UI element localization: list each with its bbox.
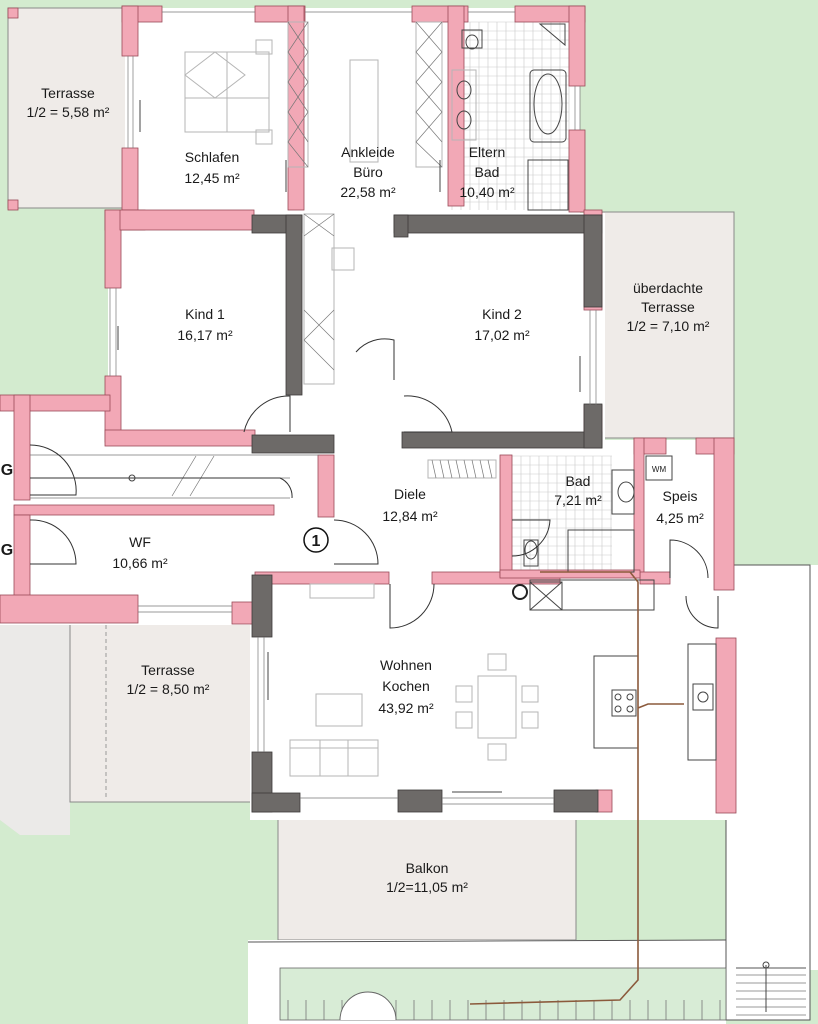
door-bad [511, 519, 551, 557]
covered-terrace-surface[interactable] [601, 211, 735, 439]
speis-area: 4,25 m² [656, 510, 704, 526]
doors [29, 338, 719, 629]
terrace-sw-area: 1/2 = 8,50 m² [127, 681, 210, 697]
garage-label-top: G [1, 462, 13, 479]
exterior-stair-steps [736, 974, 806, 1016]
door-wohnen [389, 583, 435, 629]
eltern-bad-fixtures [451, 23, 569, 211]
terrace-nw-name: Terrasse [41, 85, 95, 101]
covered-terrace-area: 1/2 = 7,10 m² [627, 318, 710, 334]
balustrade-arch [339, 991, 397, 1021]
kind1-area: 16,17 m² [177, 327, 233, 343]
windows [109, 11, 597, 805]
eltern-bad-area: 10,40 m² [459, 184, 515, 200]
balkon-area: 1/2=11,05 m² [386, 879, 468, 895]
bad-name: Bad [566, 473, 591, 489]
ankleide-area: 22,58 m² [340, 184, 396, 200]
door-garage-bottom [29, 519, 77, 565]
wardrobes [287, 21, 443, 168]
eltern-name: Eltern [469, 144, 506, 160]
wf-name: WF [129, 534, 151, 550]
door-diele-north [355, 338, 395, 380]
room-labels: Terrasse 1/2 = 5,58 m² Schlafen 12,45 m²… [1, 85, 710, 895]
interior-walls [251, 214, 603, 813]
wohnen-name: Wohnen [380, 657, 432, 673]
stair-white-east [725, 564, 811, 1021]
terrace-nw-area: 1/2 = 5,58 m² [27, 104, 110, 120]
entrance-marker-number: 1 [312, 533, 321, 550]
garage-label-bottom: G [1, 542, 13, 559]
chimney [512, 584, 528, 600]
pipe-line [469, 571, 684, 1005]
balcony-surface[interactable] [277, 811, 577, 941]
ankleide-name: Ankleide [341, 144, 395, 160]
speis-name: Speis [662, 488, 697, 504]
exterior-walls [0, 5, 737, 814]
corridor-cabinet [303, 213, 355, 385]
coffee-table [315, 693, 363, 727]
door-entrance [333, 519, 379, 565]
covered-terrace-name1: überdachte [633, 280, 703, 296]
bad-tile-grid [511, 455, 612, 570]
diele-name: Diele [394, 486, 426, 502]
eltern-bad-name: Bad [475, 164, 500, 180]
kochen-name: Kochen [382, 678, 429, 694]
entrance-marker: 1 [303, 527, 329, 553]
stair-start-dot [762, 961, 770, 969]
door-kind2 [403, 395, 453, 433]
door-speis [669, 539, 709, 579]
door-kind1 [243, 395, 291, 433]
wf-stair [30, 454, 320, 499]
dining-set [455, 653, 539, 761]
door-garage-top [29, 444, 77, 496]
furniture [30, 11, 717, 805]
washing-machine-label: WM [652, 465, 667, 474]
balkon-name: Balkon [406, 860, 449, 876]
diele-area: 12,84 m² [382, 508, 438, 524]
tiles [451, 21, 612, 570]
sofa [289, 739, 379, 777]
bed [184, 39, 273, 145]
buero-name: Büro [353, 164, 383, 180]
balustrade [279, 961, 806, 1021]
balcony-edge-line [247, 939, 727, 943]
kind1-name: Kind 1 [185, 306, 225, 322]
garden-path-left [0, 620, 70, 835]
sideboard [309, 583, 375, 599]
schlafen-name: Schlafen [185, 149, 239, 165]
sliding-arrows [117, 100, 581, 793]
washing-machine [645, 455, 673, 481]
terrace-sw-name: Terrasse [141, 662, 195, 678]
eltern-bad-tiles [452, 22, 570, 212]
covered-terrace-name2: Terrasse [641, 299, 695, 315]
door-wohnen-east [685, 595, 719, 629]
kitchen [512, 579, 717, 761]
cloakroom-rail [427, 459, 497, 479]
terrace-sw-surface[interactable] [69, 621, 253, 803]
kind2-name: Kind 2 [482, 306, 522, 322]
kind2-area: 17,02 m² [474, 327, 530, 343]
wf-area: 10,66 m² [112, 555, 168, 571]
bad-area: 7,21 m² [554, 492, 602, 508]
wohnen-kochen-area: 43,92 m² [378, 700, 434, 716]
schlafen-area: 12,45 m² [184, 170, 240, 186]
